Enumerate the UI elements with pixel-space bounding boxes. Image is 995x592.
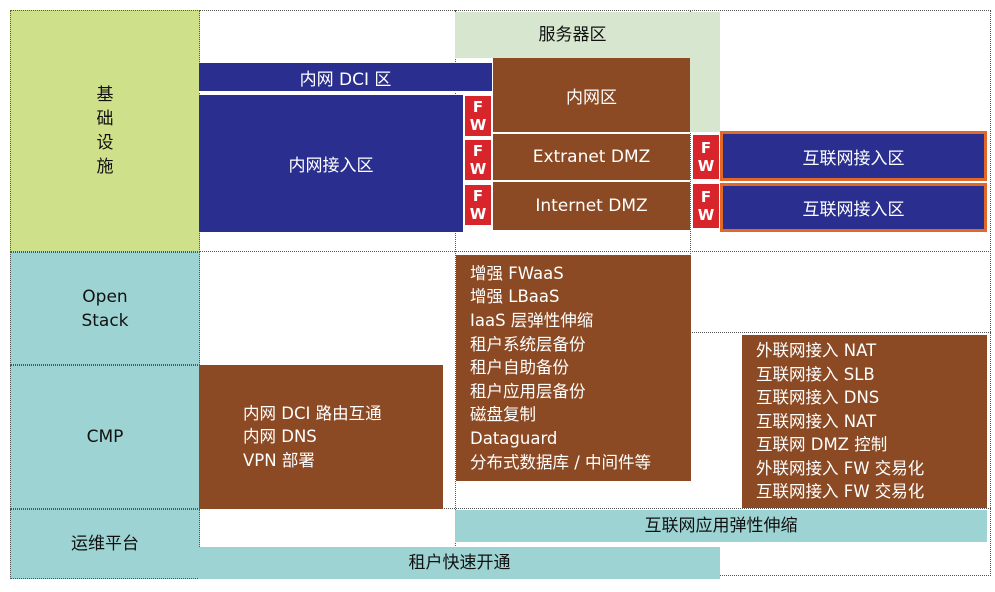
grid-line-mid [690,332,991,333]
fw-5-f: F [700,188,712,206]
internet-access-1-label: 互联网接入区 [802,148,905,169]
firewall-4: F W [691,133,721,181]
layer-openstack-label: Open Stack [81,286,129,331]
elastic-scaling-label: 互联网应用弹性伸缩 [644,516,798,536]
layer-ops-label: 运维平台 [71,534,139,554]
cmp-internet-item: 互联网接入 FW 交易化 [756,482,925,502]
cmp-internet-item: 互联网接入 DNS [756,388,880,408]
openstack-services: 增强 FWaaS 增强 LBaaS IaaS 层弹性伸缩 租户系统层备份 租户自… [456,255,691,481]
layer-openstack: Open Stack [10,252,200,365]
service-item: 增强 FWaaS [470,263,564,283]
extranet-dmz-label: Extranet DMZ [532,147,651,167]
cmp-intranet-item: 内网 DNS [243,427,317,447]
server-zone-label: 服务器区 [538,25,607,45]
intranet-dci-label: 内网 DCI 区 [299,69,392,90]
layer-infrastructure: 基 础 设 施 [10,10,200,252]
tenant-open-bar: 租户快速开通 [199,547,720,579]
cmp-intranet-functions: 内网 DCI 路由互通 内网 DNS VPN 部署 [199,365,443,509]
cmp-internet-functions: 外联网接入 NAT 互联网接入 SLB 互联网接入 DNS 互联网接入 NAT … [742,335,987,508]
service-item: 增强 LBaaS [470,287,560,307]
firewall-2: F W [463,138,493,182]
service-item: 租户系统层备份 [470,334,586,354]
firewall-3: F W [463,183,493,227]
cmp-internet-item: 外联网接入 NAT [756,340,877,360]
server-zone-header: 服务器区 [455,12,690,58]
service-item: 磁盘复制 [470,405,536,425]
cmp-internet-item: 互联网接入 NAT [756,411,877,431]
cmp-internet-item: 外联网接入 FW 交易化 [756,458,925,478]
intranet-zone-label: 内网区 [566,87,617,108]
grid-line-v2 [690,10,691,332]
cmp-internet-item: 互联网接入 SLB [756,364,875,384]
service-item: Dataguard [470,428,558,448]
firewall-1: F W [463,94,493,138]
fw-1-w: W [469,116,487,134]
server-zone-band [690,12,720,132]
layer-cmp-label: CMP [86,427,124,447]
internet-access-zone-1: 互联网接入区 [720,131,987,181]
internet-dmz-zone: Internet DMZ [493,182,690,230]
elastic-scaling-bar: 互联网应用弹性伸缩 [455,510,987,542]
grid-line-v1 [455,10,456,576]
cmp-intranet-item: 内网 DCI 路由互通 [243,403,382,423]
intranet-dci-zone: 内网 DCI 区 [199,63,492,93]
firewall-5: F W [691,182,721,230]
intranet-access-zone: 内网接入区 [199,95,463,232]
service-item: 分布式数据库 / 中间件等 [470,452,652,472]
tenant-open-label: 租户快速开通 [408,553,511,573]
fw-4-f: F [700,139,712,157]
cmp-internet-item: 互联网 DMZ 控制 [756,435,888,455]
service-item: 租户自助备份 [470,358,569,378]
fw-4-w: W [697,157,715,175]
fw-3-f: F [472,187,484,205]
internet-dmz-label: Internet DMZ [535,196,648,216]
cmp-intranet-item: VPN 部署 [243,450,315,470]
layer-ops: 运维平台 [10,509,200,579]
internet-access-zone-2: 互联网接入区 [720,183,987,232]
grid-line-infra-bottom [199,251,991,252]
fw-1-f: F [472,98,484,116]
layer-infrastructure-label: 基 础 设 施 [96,85,114,177]
service-item: IaaS 层弹性伸缩 [470,311,594,331]
service-item: 租户应用层备份 [470,381,586,401]
fw-2-w: W [469,160,487,178]
grid-line-ops-top [199,508,991,509]
intranet-access-label: 内网接入区 [288,156,374,176]
layer-cmp: CMP [10,365,200,509]
fw-5-w: W [697,206,715,224]
extranet-dmz-zone: Extranet DMZ [493,134,690,182]
internet-access-2-label: 互联网接入区 [802,200,905,220]
fw-2-f: F [472,142,484,160]
fw-3-w: W [469,205,487,223]
intranet-zone: 内网区 [493,58,690,134]
